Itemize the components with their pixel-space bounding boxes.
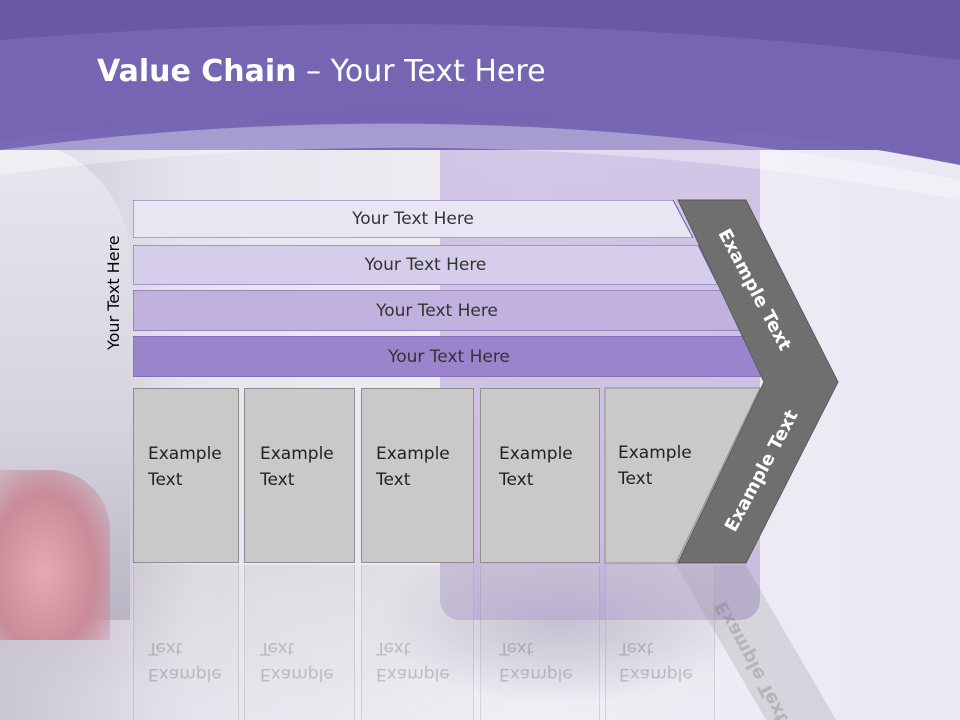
bar-3: Your Text Here xyxy=(133,290,741,331)
box-3-line1: Example xyxy=(376,444,450,464)
title-rest: – Your Text Here xyxy=(296,54,546,89)
box-2-line2: Text xyxy=(260,470,295,490)
bar-1-label: Your Text Here xyxy=(352,209,474,229)
bar-2: Your Text Here xyxy=(133,245,718,285)
box-4-line1: Example xyxy=(499,444,573,464)
title-bold: Value Chain xyxy=(97,54,297,89)
box-5: Example Text xyxy=(605,388,715,563)
car-tail-light xyxy=(0,470,110,640)
bar-1: Your Text Here xyxy=(133,200,693,238)
box-1: Example Text xyxy=(133,388,239,563)
box-5-line2: Text xyxy=(618,469,653,489)
bar-3-label: Your Text Here xyxy=(376,300,498,321)
box-5-line1: Example xyxy=(618,443,692,463)
box-1-line2: Text xyxy=(148,470,183,490)
box-3: Example Text xyxy=(361,388,474,563)
bar-4-label: Your Text Here xyxy=(388,346,510,367)
box-4-line2: Text xyxy=(499,470,534,490)
chevron-shape xyxy=(677,199,839,564)
box-5-shape xyxy=(604,387,761,564)
slide-title: Value Chain – Your Text Here xyxy=(97,54,546,89)
bar-4: Your Text Here xyxy=(133,336,765,377)
box-4: Example Text xyxy=(480,388,600,563)
bar-2-label: Your Text Here xyxy=(364,255,487,275)
box-3-line2: Text xyxy=(376,470,411,490)
box-2-line1: Example xyxy=(260,444,334,464)
box-2: Example Text xyxy=(244,388,355,563)
box-1-line1: Example xyxy=(148,444,222,464)
